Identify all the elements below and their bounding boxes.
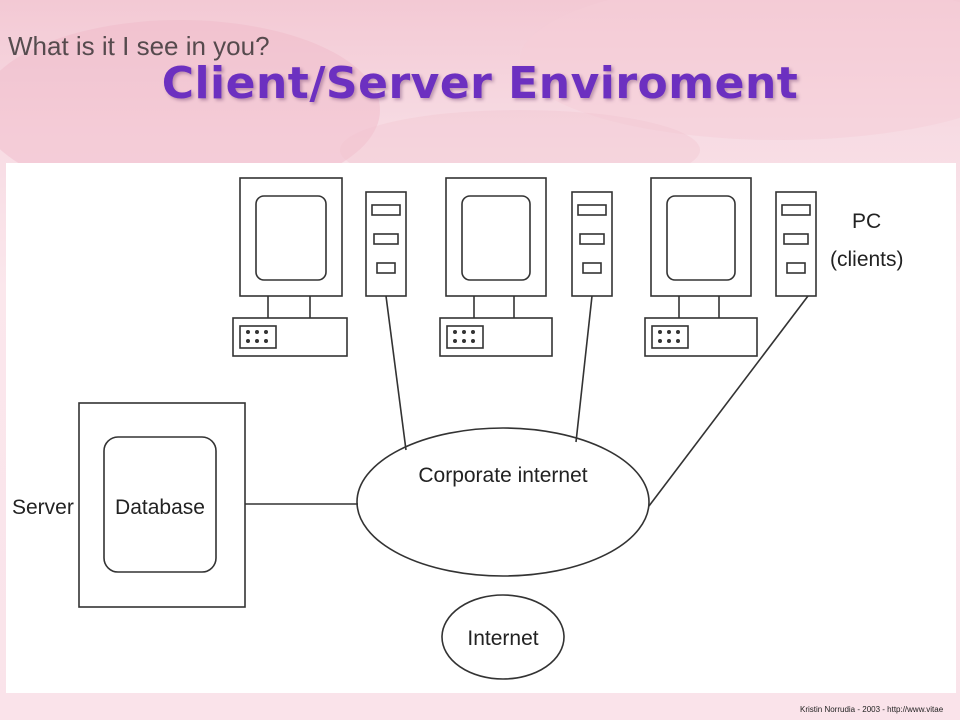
server-box — [78, 402, 246, 608]
internet-label: Internet — [467, 627, 538, 650]
client-tower-1 — [365, 191, 407, 297]
clients-label: (clients) — [830, 248, 904, 271]
corporate-network-node — [356, 427, 650, 577]
client-keyboard-3 — [644, 317, 758, 357]
internet-node — [441, 594, 565, 680]
client-monitor-3 — [650, 177, 752, 318]
link-client-1 — [385, 295, 407, 451]
server-label: Server — [12, 496, 74, 519]
slide-title: Client/Server Enviroment — [161, 58, 799, 109]
footer-credit: Kristin Norrudia - 2003 - http://www.vit… — [800, 705, 944, 714]
client-monitor-1 — [239, 177, 343, 318]
database-label: Database — [115, 496, 205, 519]
client-keyboard-1 — [232, 317, 348, 357]
client-monitor-2 — [445, 177, 547, 318]
link-client-2 — [575, 295, 593, 443]
link-client-3 — [648, 295, 809, 507]
client-tower-3 — [775, 191, 817, 297]
diagram-panel: PC (clients) Server Database Corporate i… — [6, 163, 956, 693]
watermark-text: What is it I see in you? — [8, 31, 270, 61]
client-keyboard-2 — [439, 317, 553, 357]
network-diagram: PC (clients) Server Database Corporate i… — [12, 177, 904, 680]
client-tower-2 — [571, 191, 613, 297]
pc-label: PC — [852, 210, 881, 233]
corporate-network-label: Corporate internet — [418, 464, 587, 487]
